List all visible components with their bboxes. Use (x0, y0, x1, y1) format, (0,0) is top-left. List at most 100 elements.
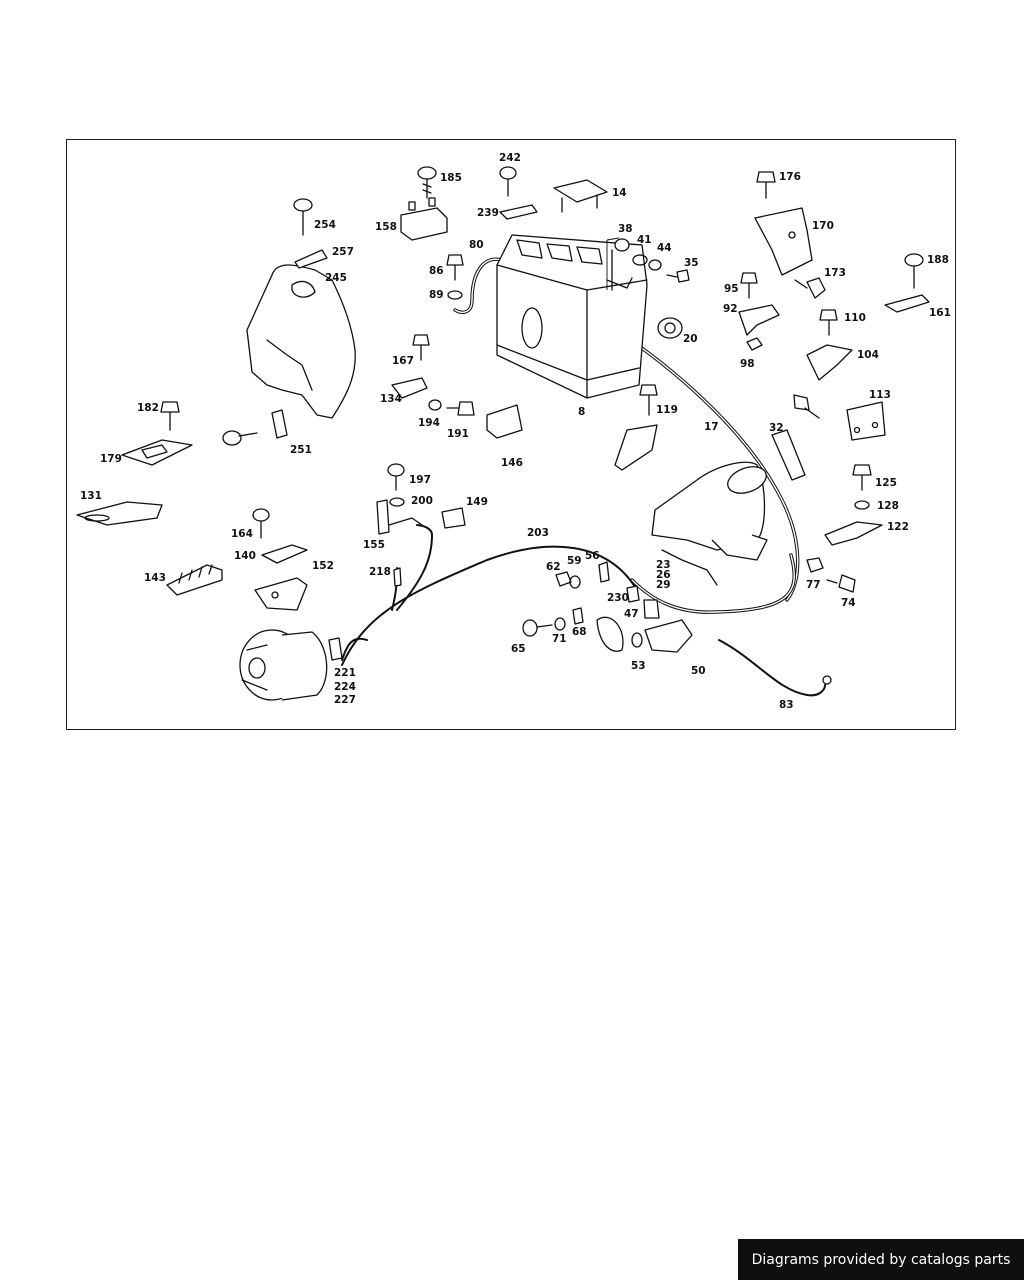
screw-191 (446, 401, 475, 416)
washer-44 (648, 259, 662, 271)
part-label: 179 (100, 453, 122, 465)
part-label: 149 (466, 496, 488, 508)
part-label: 140 (234, 550, 256, 562)
screw-197 (387, 463, 405, 491)
battery (496, 234, 648, 399)
cover-140 (261, 544, 308, 564)
bracket-113 (846, 401, 886, 441)
clip-257 (294, 249, 328, 269)
part-label: 191 (447, 428, 469, 440)
part-label: 194 (418, 417, 440, 429)
washer-59 (569, 575, 581, 589)
exploded-view-drawing: 14 185 242 239 158 176 170 173 188 161 2… (76, 152, 951, 711)
part-label: 176 (779, 171, 801, 183)
screw-35 (666, 269, 690, 283)
clip-251 (271, 409, 288, 439)
terminal-149 (441, 507, 466, 529)
washer-128 (854, 500, 870, 510)
part-label: 83 (779, 699, 794, 711)
bracket-14 (553, 179, 608, 213)
part-label: 170 (812, 220, 834, 232)
part-label: 113 (869, 389, 891, 401)
screw-185 (417, 166, 437, 199)
part-label: 197 (409, 474, 431, 486)
bracket-92 (738, 304, 780, 336)
bracket-131 (76, 501, 163, 526)
bolt-119-mid (639, 384, 658, 416)
clip-134 (391, 377, 428, 399)
part-label: 41 (637, 234, 652, 246)
bolt-167 (412, 334, 430, 361)
clip-68 (572, 607, 584, 625)
leader-lines (606, 237, 620, 290)
plug-47 (643, 599, 660, 619)
holder-143 (166, 564, 223, 596)
washer-200 (389, 497, 405, 507)
part-label: 59 (567, 555, 582, 567)
bolt-86 (446, 254, 464, 281)
part-label: 17 (704, 421, 719, 433)
bolt-95 (740, 272, 758, 299)
nut-62 (555, 571, 572, 587)
part-label: 146 (501, 457, 523, 469)
part-label: 227 (334, 694, 356, 706)
part-label: 242 (499, 152, 521, 164)
part-label: 110 (844, 312, 866, 324)
screw-164 (252, 508, 270, 539)
part-label: 23 (656, 559, 671, 571)
starter-motor (651, 461, 768, 586)
alternator (239, 629, 328, 701)
bolt-173 (794, 277, 826, 299)
part-label: 104 (857, 349, 879, 361)
screw-254-top (293, 198, 313, 236)
terminal-20 (657, 317, 683, 339)
part-number-labels: 14 185 242 239 158 176 170 173 188 161 2… (80, 152, 951, 711)
part-label: 254 (314, 219, 336, 231)
clip-239 (499, 204, 538, 220)
part-label: 68 (572, 626, 587, 638)
solenoid (644, 619, 693, 653)
part-label: 14 (612, 187, 627, 199)
part-label: 152 (312, 560, 334, 572)
part-label: 239 (477, 207, 499, 219)
bracket-104 (806, 344, 853, 381)
part-label: 218 (369, 566, 391, 578)
part-label: 158 (375, 221, 397, 233)
parts-diagram: 14 185 242 239 158 176 170 173 188 161 2… (66, 139, 956, 730)
connector-230 (626, 585, 640, 603)
clamp-122 (824, 521, 883, 546)
part-label: 95 (724, 283, 739, 295)
part-label: 80 (469, 239, 484, 251)
part-label: 221 (334, 667, 356, 679)
connector-155 (376, 499, 423, 535)
part-label: 173 (824, 267, 846, 279)
part-label: 224 (334, 681, 356, 693)
part-label: 26 (656, 569, 671, 581)
part-label: 77 (806, 579, 821, 591)
washer-41 (632, 254, 648, 266)
part-label: 122 (887, 521, 909, 533)
part-label: 119 (656, 404, 678, 416)
flange-53 (596, 616, 624, 652)
part-label: 53 (631, 660, 646, 672)
part-label: 131 (80, 490, 102, 502)
positive-cable (453, 257, 504, 314)
part-label: 245 (325, 272, 347, 284)
bolt-65 (522, 619, 553, 637)
part-label: 71 (552, 633, 567, 645)
part-label: 62 (546, 561, 561, 573)
part-label: 86 (429, 265, 444, 277)
part-label: 143 (144, 572, 166, 584)
harness-main (341, 545, 638, 666)
part-label: 35 (684, 257, 699, 269)
bracket-152 (254, 577, 308, 611)
part-label: 8 (578, 406, 585, 418)
holder-179 (121, 439, 193, 466)
washer-50 (631, 632, 643, 648)
harness-branch-3 (341, 637, 368, 661)
part-label: 50 (691, 665, 706, 677)
bolt-74 (826, 574, 856, 593)
bolt-125 (852, 464, 872, 491)
washer-89 (447, 290, 463, 300)
part-label: 161 (929, 307, 951, 319)
